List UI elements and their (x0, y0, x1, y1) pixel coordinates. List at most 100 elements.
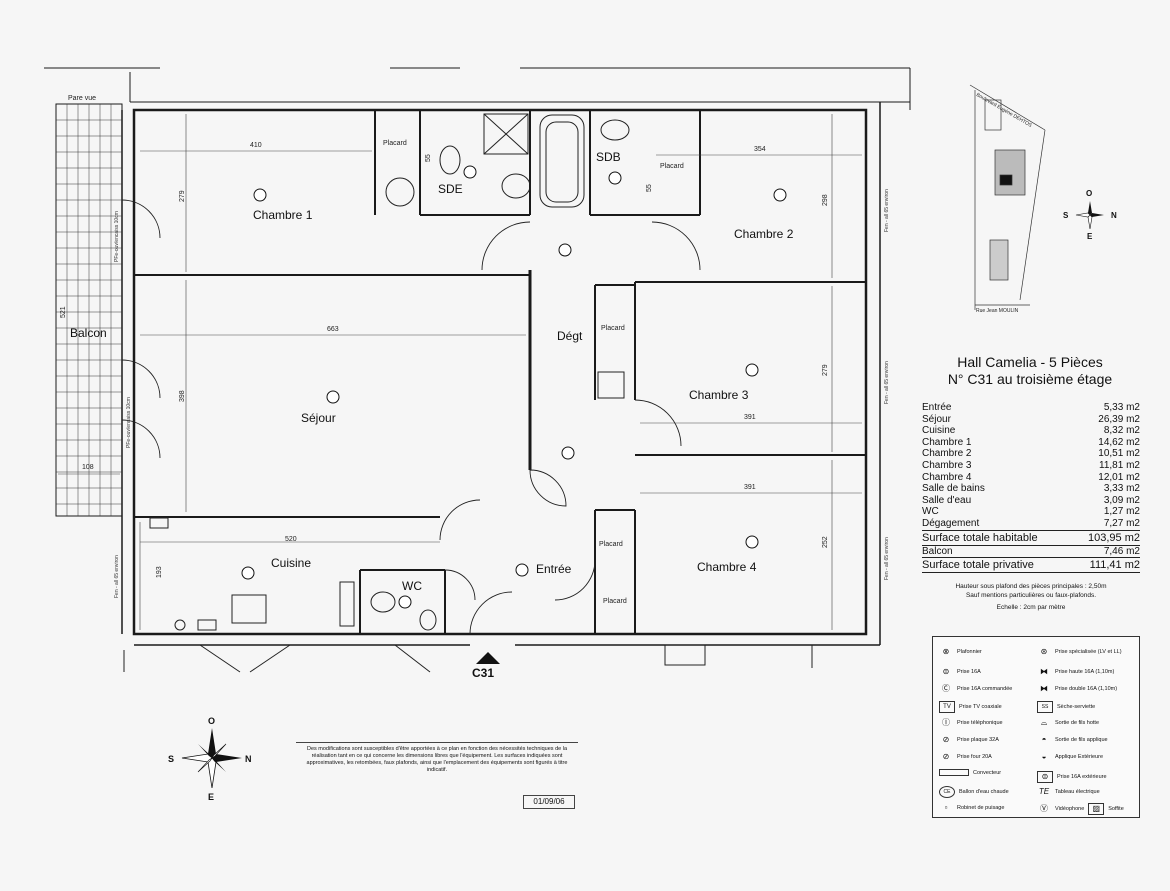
unit: m2 (1126, 436, 1140, 448)
compass-e-label: E (208, 792, 215, 802)
ceiling-lights (241, 165, 787, 609)
site-compass-s: S (1063, 211, 1069, 220)
dimension-label: 663 (327, 326, 339, 333)
unit-label: C31 (472, 666, 495, 680)
area-value: 8,32 (1103, 425, 1124, 437)
unit: m2 (1124, 559, 1140, 572)
legend-text: Convecteur (973, 769, 1002, 776)
outlet-icon: ⊜ (942, 667, 950, 676)
area-name: Chambre 4 (922, 471, 972, 483)
unit: m2 (1126, 413, 1140, 425)
total-privative-label: Surface totale privative (922, 559, 1034, 572)
unit: m2 (1126, 402, 1140, 413)
unit: m2 (1126, 425, 1140, 437)
legend-text: Prise TV coaxiale (959, 704, 1002, 710)
dimension-label: 55 (425, 154, 432, 162)
site-compass (1075, 201, 1104, 230)
area-name: Salle d'eau (922, 494, 972, 506)
room-label-chambre4: Chambre 4 (697, 560, 757, 574)
site-compass-n: N (1111, 211, 1117, 220)
dimension-lines (58, 114, 862, 630)
room-label-sde: SDE (438, 182, 463, 196)
legend-text: Vidéophone (1055, 806, 1085, 812)
legend-text: Prise 16A (957, 669, 981, 675)
high-outlet-icon: ⧓ (1040, 667, 1048, 676)
balcon-row: Balcon 7,46 m2 (922, 546, 1140, 558)
phone-outlet-icon: Ⓘ (942, 718, 950, 727)
pare-vue-label: Pare vue (68, 95, 97, 102)
dimension-label: 298 (822, 194, 829, 206)
balcon-value: 7,46 (1103, 545, 1124, 557)
window-note: PFe-ouv/encaiss 10cm (126, 397, 132, 448)
total-privative-value: 111,41 (1089, 559, 1122, 572)
legend-item: Ⓘ Prise téléphonique (939, 718, 1003, 728)
placard-label: Placard (599, 541, 623, 548)
legend-item: ⌓Sortie de fils hotte (1037, 718, 1099, 728)
legend-item: ◓ Sortie de fils applique (1037, 735, 1108, 745)
dimension-label: 391 (744, 414, 756, 421)
legend-item: ⊜ Prise 16A extérieure (1037, 771, 1107, 783)
unit: m2 (1124, 531, 1140, 544)
dimension-label: 193 (156, 566, 163, 578)
dimension-label: 279 (822, 364, 829, 376)
balcony-grid (56, 104, 122, 516)
legend-text: Prise téléphonique (957, 720, 1003, 726)
site-map (969, 84, 1046, 310)
compass-o-label: O (208, 716, 216, 726)
unit: m2 (1126, 517, 1140, 529)
legend-text: Prise 16A extérieure (1057, 774, 1107, 780)
legend-item: ⊛Prise spécialisée (LV et LL) (1037, 647, 1122, 657)
legend-item: ▫Robinet de puisage (939, 803, 1005, 813)
legend-text: Prise double 16A (1,10m) (1055, 686, 1118, 692)
placard-label: Placard (383, 140, 407, 147)
legend-text: Sortie de fils applique (1055, 737, 1108, 743)
area-row: Cuisine 8,32 m2 (922, 425, 1140, 437)
exterior-light-icon: ◒ (1041, 752, 1047, 761)
plan-title: Hall Camelia - 5 Pièces N° C31 au troisi… (920, 354, 1140, 388)
room-label-entree: Entrée (536, 562, 572, 576)
area-name: Séjour (922, 413, 951, 425)
convector-icon (939, 769, 969, 776)
unit: m2 (1126, 483, 1140, 495)
legend-text: Prise 16A commandée (957, 686, 1013, 692)
legend-item: ⧓Prise double 16A (1,10m) (1037, 684, 1117, 694)
disclaimer-text: Des modifications sont susceptibles d'êt… (296, 742, 578, 774)
exterior-outlet-icon: ⊜ (1037, 771, 1053, 783)
room-label-degt: Dégt (557, 329, 583, 343)
room-label-cuisine: Cuisine (271, 556, 312, 570)
total-habitable-row: Surface totale habitable 103,95 m2 (922, 529, 1140, 546)
room-label-sdb: SDB (596, 150, 621, 164)
area-name: Cuisine (922, 425, 956, 437)
exterior-lines (123, 644, 813, 673)
window-note: Fen - all 65 environ (884, 189, 890, 232)
legend-text: Sortie de fils hotte (1055, 720, 1100, 726)
legend-text: Plafonnier (957, 649, 982, 655)
dimension-label: 279 (179, 190, 186, 202)
area-name: Dégagement (922, 517, 980, 529)
plan-title-line2: N° C31 au troisième étage (947, 371, 1113, 387)
legend-item: Convecteur (939, 769, 1001, 776)
tap-icon: ▫ (944, 803, 948, 812)
window-note: Fen - all 65 environ (884, 361, 890, 404)
dimension-label: 391 (744, 484, 756, 491)
area-name: Entrée (922, 402, 952, 413)
room-label-chambre3: Chambre 3 (689, 388, 749, 402)
site-street-label: Rue Jean MOULIN (976, 308, 1019, 314)
dimension-label: 252 (822, 536, 829, 548)
legend-text: Prise plaque 32A (957, 737, 999, 743)
area-name: WC (922, 506, 939, 518)
wall-light-wire-icon: ◓ (1041, 735, 1047, 744)
unit: m2 (1126, 471, 1140, 483)
dimension-label: 398 (179, 390, 186, 402)
